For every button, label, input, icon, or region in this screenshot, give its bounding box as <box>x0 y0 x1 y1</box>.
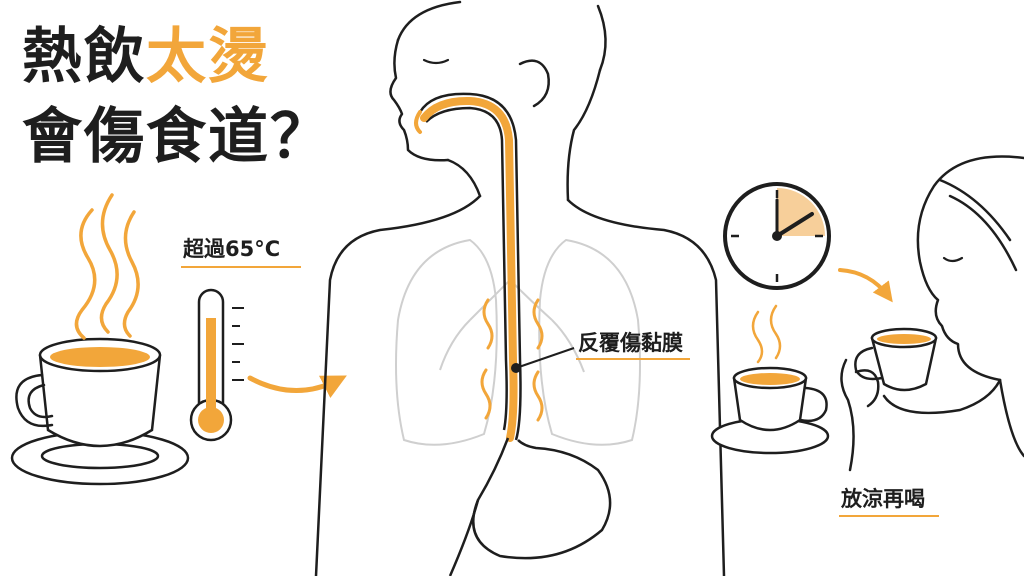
hot-coffee-cup-icon <box>10 337 190 486</box>
page-title-line-1: 熱飲太燙 <box>22 24 270 90</box>
esophagus <box>414 92 522 442</box>
warm-cup-icon <box>710 366 830 455</box>
clock-icon <box>723 182 831 290</box>
title-part-normal: 熱飲 <box>22 22 146 92</box>
damage-underline <box>576 358 690 360</box>
person-drinking <box>840 155 1024 472</box>
steam-icon <box>751 304 782 364</box>
page-title-line-2: 會傷食道？ <box>22 102 332 172</box>
temperature-label: 超過65°C <box>183 237 281 261</box>
advice-label: 放涼再喝 <box>841 487 925 511</box>
thermometer-icon <box>189 288 244 442</box>
arrow-icon <box>838 268 893 303</box>
arrow-icon <box>247 375 347 398</box>
damage-label: 反覆傷黏膜 <box>578 331 683 355</box>
stomach <box>472 437 612 560</box>
pointer-line <box>511 347 575 373</box>
heat-wave-icon <box>480 298 544 422</box>
title-part-highlight: 太燙 <box>146 22 270 92</box>
body-outline <box>314 0 726 576</box>
temperature-underline <box>181 266 301 268</box>
steam-icon <box>74 193 140 340</box>
lungs <box>395 200 641 446</box>
advice-underline <box>839 515 939 517</box>
